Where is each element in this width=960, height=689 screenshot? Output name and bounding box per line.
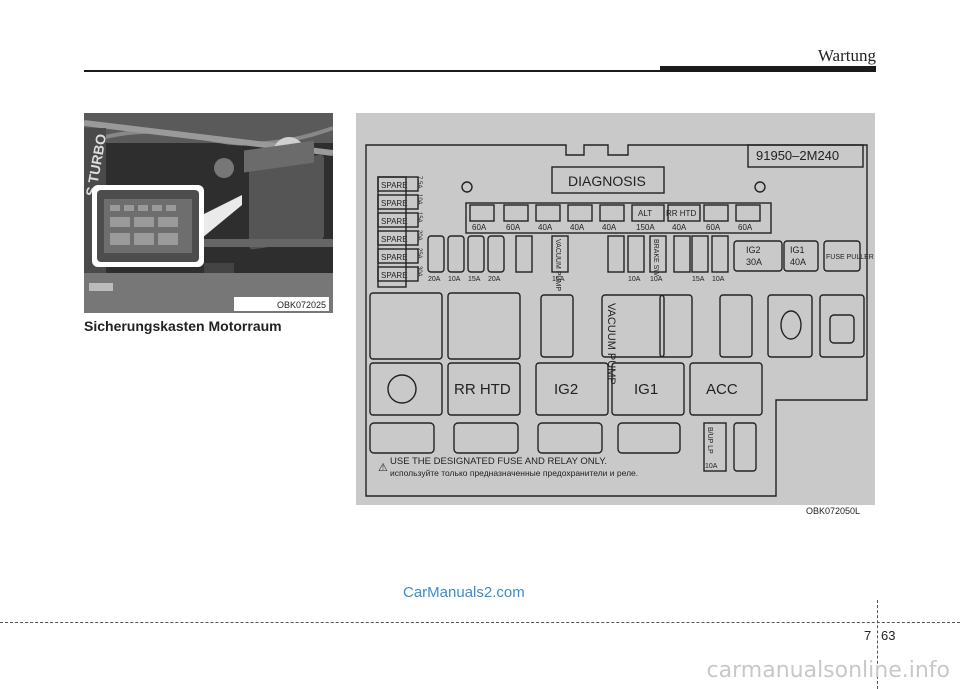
top-fuse-5-amp: 40A (602, 223, 617, 232)
fuse-box-drawing: 91950–2M240 DIAGNOSIS SPARE SPARE SPARE … (365, 144, 874, 497)
top-fuse-alt-label: ALT (638, 209, 652, 218)
vacuum-pump-fuse-amp: 15A (552, 276, 565, 283)
spare-5-label: SPARE (381, 253, 408, 262)
top-fuse-2-amp: 60A (506, 223, 521, 232)
fuse-10a-a: 10A (628, 276, 641, 283)
diagram-reference-label: OBK072050L (806, 506, 861, 516)
fuse-puller-label: FUSE PULLER (826, 254, 874, 261)
footer-rule (0, 622, 960, 623)
top-fuse-3-amp: 40A (538, 223, 553, 232)
spare-3-label: SPARE (381, 217, 408, 226)
mini-fuse-2-amp: 10A (448, 276, 461, 283)
bup-lp-amp: 10A (705, 463, 718, 470)
engine-bay-illustration: S TURBO (84, 113, 333, 313)
chapter-number: 7 (864, 628, 872, 643)
relay-ig1-label: IG1 (634, 381, 658, 398)
top-fuse-8-amp: 60A (706, 223, 721, 232)
photo-caption: Sicherungskasten Motorraum (84, 318, 282, 334)
spare-6-label: SPARE (381, 271, 408, 280)
fuse-10a-c: 10A (712, 276, 725, 283)
relay-acc-label: ACC (706, 381, 738, 398)
vacuum-pump-fuse-label: VACUUM PUMP (554, 239, 561, 291)
photo-reference-label: OBK072025 (277, 300, 327, 310)
top-fuse-4-amp: 40A (570, 223, 585, 232)
spare-6-rating: 30A (416, 266, 422, 277)
header-rule (84, 70, 876, 72)
top-fuse-rrhtd-label: RR HTD (666, 209, 696, 218)
ig1-fuse-amp: 40A (790, 257, 806, 267)
spare-1-rating: 7.5A (416, 176, 422, 188)
spare-2-rating: 10A (416, 194, 422, 205)
spare-1-label: SPARE (381, 181, 408, 190)
ig2-fuse-amp: 30A (746, 257, 762, 267)
footer-watermark: carmanualsonline.info (706, 658, 950, 683)
relay-rrhtd-label: RR HTD (454, 381, 511, 398)
top-fuse-6-amp: 150A (636, 223, 655, 232)
footer-divider (877, 600, 878, 689)
fuse-box-diagram: 91950–2M240 DIAGNOSIS SPARE SPARE SPARE … (356, 113, 875, 505)
header-rule-thick (660, 66, 876, 72)
relay-ig2-label: IG2 (554, 381, 578, 398)
mini-fuse-1-amp: 20A (428, 276, 441, 283)
top-fuse-9-amp: 60A (738, 223, 753, 232)
spare-4-label: SPARE (381, 235, 408, 244)
fuse-10a-b: 10A (650, 276, 663, 283)
spare-5-rating: 25A (416, 248, 422, 259)
spare-3-rating: 15A (416, 212, 422, 223)
warning-icon: ⚠ (378, 462, 388, 474)
top-fuse-7-amp: 40A (672, 223, 687, 232)
mini-fuse-3-amp: 15A (468, 276, 481, 283)
warning-text-ru: используйте только предназначенные предо… (390, 468, 638, 478)
ig1-fuse-label: IG1 (790, 245, 805, 255)
diagnosis-label: DIAGNOSIS (568, 173, 646, 189)
bup-lp-label: B/UP LP (706, 427, 713, 454)
vacuum-pump-relay-label: VACUUM PUMP (605, 303, 617, 385)
top-fuse-1-amp: 60A (472, 223, 487, 232)
ig2-fuse-label: IG2 (746, 245, 761, 255)
warning-text-en: USE THE DESIGNATED FUSE AND RELAY ONLY. (390, 456, 607, 467)
brake-sw-label: BRAKE SW (652, 239, 659, 276)
mini-fuse-4-amp: 20A (488, 276, 501, 283)
part-number: 91950–2M240 (756, 148, 839, 163)
fuse-15a: 15A (692, 276, 705, 283)
header-title: Wartung (817, 46, 876, 65)
engine-bay-photo: S TURBO (84, 113, 333, 313)
watermark-link[interactable]: CarManuals2.com (403, 584, 525, 601)
spare-4-rating: 20A (416, 230, 422, 241)
page-number: 63 (881, 628, 896, 643)
spare-2-label: SPARE (381, 199, 408, 208)
